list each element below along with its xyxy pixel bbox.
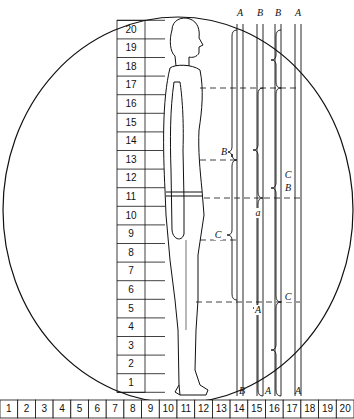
height-number: 1 <box>128 378 134 388</box>
height-number: 10 <box>125 211 136 221</box>
height-number: 18 <box>125 62 136 72</box>
bottom-number: 12 <box>198 404 209 414</box>
height-number: 16 <box>125 99 136 109</box>
height-number: 17 <box>125 80 136 90</box>
brace <box>253 88 263 198</box>
height-number: 9 <box>128 229 134 239</box>
height-number: 12 <box>125 173 136 183</box>
height-number: 4 <box>128 322 134 332</box>
segment-letter: B <box>220 147 228 157</box>
brace <box>227 30 237 160</box>
bottom-number: 18 <box>304 404 315 414</box>
bottom-number: 1 <box>6 404 12 414</box>
proportion-circle <box>3 17 353 403</box>
bottom-number: 14 <box>233 404 244 414</box>
height-number: 13 <box>125 155 136 165</box>
line-letter: B <box>239 386 245 396</box>
measure-lines <box>237 24 301 396</box>
bottom-number: 10 <box>163 404 174 414</box>
brace <box>271 88 281 302</box>
height-number: 15 <box>125 118 136 128</box>
bottom-number: 11 <box>181 404 191 414</box>
bottom-scale <box>0 400 354 418</box>
bottom-number: 17 <box>286 404 297 414</box>
bottom-number: 6 <box>95 404 101 414</box>
bottom-number: 9 <box>148 404 154 414</box>
height-number: 14 <box>125 136 136 146</box>
height-number: 5 <box>128 304 134 314</box>
segment-letter: C <box>284 292 293 302</box>
line-letter: A <box>295 386 301 396</box>
line-letter: B <box>257 8 263 18</box>
height-number: 8 <box>128 248 134 258</box>
bottom-number: 13 <box>216 404 227 414</box>
human-figure <box>164 18 208 395</box>
bottom-number: 7 <box>112 404 118 414</box>
bottom-number: 3 <box>41 404 47 414</box>
line-letter: A <box>265 386 271 396</box>
height-number: 2 <box>128 359 134 369</box>
bottom-number: 16 <box>269 404 280 414</box>
segment-letter: A <box>254 305 262 315</box>
height-number: 19 <box>125 43 136 53</box>
height-number: 3 <box>128 341 134 351</box>
segment-letter: a <box>255 208 262 218</box>
height-scale <box>117 20 165 392</box>
segment-letter: B <box>284 183 292 193</box>
brace <box>271 30 281 88</box>
bottom-number: 4 <box>59 404 65 414</box>
level-lines <box>196 88 300 302</box>
segment-letter: C <box>214 230 223 240</box>
height-number: 11 <box>126 192 136 202</box>
height-number: 20 <box>125 25 136 35</box>
height-number: 6 <box>128 285 134 295</box>
brace <box>253 198 263 396</box>
line-letter: A <box>295 8 301 18</box>
bottom-number: 15 <box>251 404 262 414</box>
bottom-number: 2 <box>24 404 30 414</box>
bottom-number: 19 <box>322 404 333 414</box>
brace <box>271 302 281 396</box>
brace <box>227 160 237 300</box>
bottom-number: 8 <box>130 404 136 414</box>
line-letter: B <box>275 8 281 18</box>
segment-letter: C <box>284 170 293 180</box>
height-number: 7 <box>128 266 134 276</box>
bottom-number: 5 <box>77 404 83 414</box>
bottom-number: 20 <box>340 404 351 414</box>
line-letter: A <box>237 8 243 18</box>
measure-braces <box>227 30 281 396</box>
